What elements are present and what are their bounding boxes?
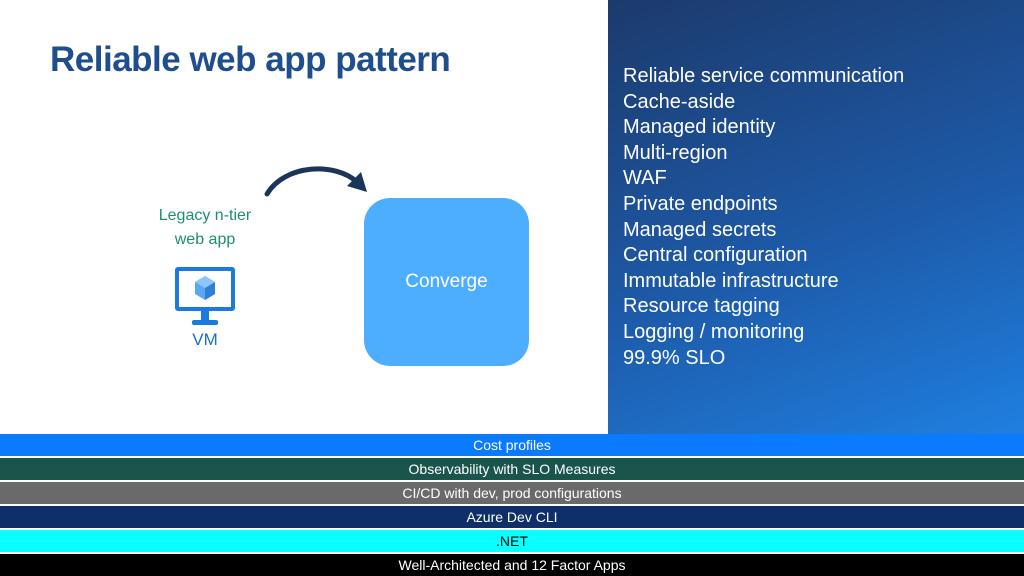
layer-band: Observability with SLO Measures — [0, 458, 1024, 480]
feature-item: Reliable service communication — [623, 65, 905, 87]
feature-item: Managed secrets — [623, 218, 777, 241]
features-panel — [608, 0, 1024, 434]
vm-label: VM — [192, 330, 218, 349]
layer-band: .NET — [0, 530, 1024, 552]
feature-item: Logging / monitoring — [623, 320, 805, 343]
feature-item: Multi-region — [623, 141, 728, 164]
legacy-label-line2: web app — [174, 231, 236, 248]
converge-label: Converge — [405, 271, 488, 292]
layer-band: Azure Dev CLI — [0, 506, 1024, 528]
feature-item: Cache-aside — [623, 90, 736, 113]
feature-item: Resource tagging — [623, 295, 780, 318]
feature-item: WAF — [623, 167, 667, 190]
legacy-app-label: Legacy n-tier web app — [140, 204, 270, 252]
feature-item: 99.9% SLO — [623, 346, 726, 369]
curved-arrow-icon — [264, 166, 367, 197]
page-title: Reliable web app pattern — [50, 40, 451, 79]
vm-monitor-icon — [175, 267, 235, 325]
layer-band: Cost profiles — [0, 434, 1024, 456]
legacy-label-line1: Legacy n-tier — [158, 207, 252, 224]
converge-box: Converge — [364, 198, 529, 366]
feature-item: Central configuration — [623, 244, 808, 267]
layer-band: Well-Architected and 12 Factor Apps — [0, 554, 1024, 576]
layer-band: CI/CD with dev, prod configurations — [0, 482, 1024, 504]
feature-item: Managed identity — [623, 116, 776, 139]
feature-item: Immutable infrastructure — [623, 269, 839, 292]
feature-item: Private endpoints — [623, 192, 778, 215]
